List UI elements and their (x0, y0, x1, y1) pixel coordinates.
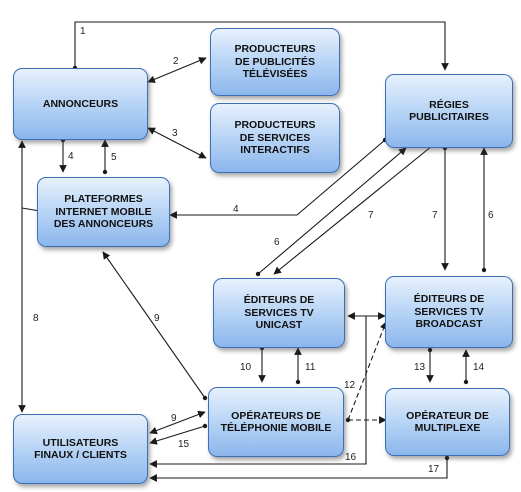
node-editeurs-broadcast: ÉDITEURS DE SERVICES TV BROADCAST (385, 276, 513, 348)
node-operateur-multiplexe: OPÉRATEUR DE MULTIPLEXE (385, 388, 510, 456)
edge-label-4a: 4 (68, 151, 74, 162)
node-producteurs-publicites: PRODUCTEURS DE PUBLICITÉS TÉLÉVISÉES (210, 28, 340, 96)
edge-15 (149, 425, 206, 445)
edge-label-9b: 9 (171, 413, 177, 424)
edge-label-13: 13 (414, 362, 426, 373)
edge-label-1: 1 (80, 26, 86, 37)
node-producteurs-services: PRODUCTEURS DE SERVICES INTERACTIFS (210, 103, 340, 173)
edge-label-10: 10 (240, 362, 252, 373)
edge-3 (147, 127, 207, 159)
edge-label-17: 17 (428, 464, 440, 475)
edge-9a (102, 251, 206, 399)
node-plateformes-internet-mobile: PLATEFORMES INTERNET MOBILE DES ANNONCEU… (37, 177, 170, 247)
edge-6a (257, 147, 407, 275)
edge-label-16: 16 (345, 452, 357, 463)
edge-label-7a: 7 (368, 210, 374, 221)
edge-label-6b: 6 (488, 210, 494, 221)
edge-2 (147, 57, 207, 83)
edge-1 (74, 21, 449, 71)
edge-label-3: 3 (172, 128, 178, 139)
node-regies-publicitaires: RÉGIES PUBLICITAIRES (385, 74, 513, 148)
edge-label-6a: 6 (274, 237, 280, 248)
edge-label-7b: 7 (432, 210, 438, 221)
edge-label-15: 15 (178, 439, 190, 450)
edge-label-2: 2 (173, 56, 179, 67)
node-utilisateurs-finaux: UTILISATEURS FINAUX / CLIENTS (13, 414, 148, 484)
edge-label-5: 5 (111, 152, 117, 163)
node-operateurs-telephonie-mobile: OPÉRATEURS DE TÉLÉPHONIE MOBILE (208, 387, 344, 457)
edge-4b (169, 139, 386, 219)
edge-7a (273, 145, 433, 275)
edge-9b (149, 410, 206, 435)
edge-17 (149, 458, 448, 482)
edge-label-14: 14 (473, 362, 485, 373)
edge-label-12: 12 (344, 380, 356, 391)
edge-16 (149, 316, 367, 468)
edge-label-9a: 9 (154, 313, 160, 324)
edge-label-11: 11 (305, 362, 316, 373)
edge-label-8: 8 (33, 313, 39, 324)
node-editeurs-unicast: ÉDITEURS DE SERVICES TV UNICAST (213, 278, 345, 348)
node-annonceurs: ANNONCEURS (13, 68, 148, 140)
edge-label-4b: 4 (233, 204, 239, 215)
edge-12a (347, 321, 388, 421)
